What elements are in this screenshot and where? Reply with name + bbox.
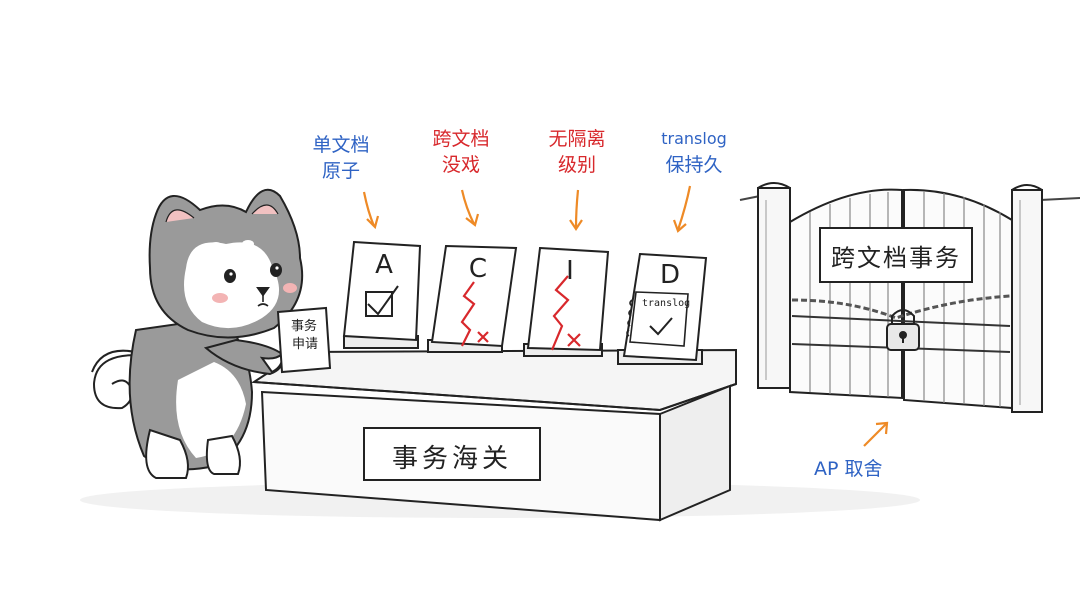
gate <box>739 182 1080 413</box>
label-c-line2: 没戏 <box>441 154 480 176</box>
padlock-icon <box>886 309 920 351</box>
shiba-dog <box>91 188 304 479</box>
label-d-line2: 保持久 <box>665 154 723 176</box>
application-paper <box>276 306 332 374</box>
ap-tradeoff-label: AP 取舍 <box>814 458 883 480</box>
notepad-check-icon-d <box>626 291 689 347</box>
gate-sign-board <box>819 227 973 283</box>
label-c: 跨文档 没戏 <box>416 126 506 178</box>
crack-x-icon-c <box>460 281 489 347</box>
counter-sign: 事务海关 <box>391 444 512 474</box>
label-i-line2: 级别 <box>557 154 596 176</box>
label-a-line2: 原子 <box>321 160 360 182</box>
card-c-letter: C <box>468 254 488 284</box>
paper-line1: 事务 <box>290 319 317 334</box>
label-i-line1: 无隔离 <box>548 128 606 150</box>
label-d: translog 保持久 <box>648 126 740 178</box>
label-a: 单文档 原子 <box>296 132 386 184</box>
label-i: 无隔离 级别 <box>532 126 622 178</box>
card-d-translog-tag: translog <box>642 298 691 309</box>
customs-counter <box>250 348 737 522</box>
ap-arrow-icon <box>863 421 889 447</box>
counter-sign-board <box>363 427 541 481</box>
arrow-icons <box>362 185 692 233</box>
label-d-line1: translog <box>661 129 727 148</box>
gate-sign: 跨文档事务 <box>831 244 961 272</box>
label-a-line1: 单文档 <box>312 134 370 156</box>
label-c-line1: 跨文档 <box>432 128 490 150</box>
card-d-letter: D <box>659 260 681 290</box>
paper-line2: 申请 <box>291 337 318 352</box>
card-a-letter: A <box>375 250 393 280</box>
card-i-letter: I <box>566 256 574 286</box>
crack-x-icon-i <box>550 275 581 351</box>
check-icon-a <box>365 285 399 317</box>
